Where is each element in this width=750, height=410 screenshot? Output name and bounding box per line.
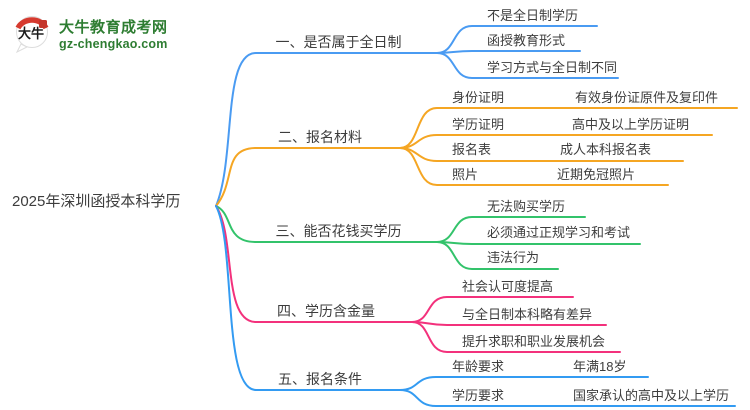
logo-icon-text: 大牛 xyxy=(18,26,44,41)
branch4-child1-line xyxy=(411,296,574,323)
branch1-main-line xyxy=(215,52,438,207)
branch2-sub2-leaf: 高中及以上学历证明 xyxy=(572,117,690,132)
branch4-node: 四、学历含金量 xyxy=(277,303,375,319)
branch4-leaf3: 提升求职和职业发展机会 xyxy=(462,334,606,349)
branch5-sub1: 年龄要求 xyxy=(452,359,505,374)
branch2-sub4-leaf: 近期免冠照片 xyxy=(557,167,636,182)
branch3-leaf3: 违法行为 xyxy=(487,250,540,265)
daniu-logo-icon: 大牛 xyxy=(15,16,49,54)
logo-domain: gz-chengkao.com xyxy=(59,36,168,51)
branch3-leaf1: 无法购买学历 xyxy=(487,199,566,214)
root-node: 2025年深圳函授本科学历 xyxy=(12,193,181,210)
branch2-node: 二、报名材料 xyxy=(278,129,362,145)
logo-bubble-tail xyxy=(15,43,29,54)
branch3-leaf2: 必须通过正规学习和考试 xyxy=(487,225,631,240)
branch2-child2-line xyxy=(399,134,713,149)
branch3-child3-line xyxy=(436,241,559,270)
branch5-node: 五、报名条件 xyxy=(278,371,362,387)
branch2-main-line xyxy=(215,147,401,207)
branch2-sub3-leaf: 成人本科报名表 xyxy=(560,142,652,157)
logo-seal-icon xyxy=(39,20,47,28)
branch5-sub2-leaf: 国家承认的高中及以上学历 xyxy=(573,388,730,403)
branch1-child2-line xyxy=(436,50,581,54)
branch3-child2-line xyxy=(436,241,641,245)
branch1-leaf2: 函授教育形式 xyxy=(487,33,566,48)
branch2-sub4: 照片 xyxy=(452,167,479,182)
branch1-leaf3: 学习方式与全日制不同 xyxy=(487,60,618,75)
branch3-main-line xyxy=(215,205,438,243)
branch1-node: 一、是否属于全日制 xyxy=(275,34,402,50)
branch5-sub2: 学历要求 xyxy=(452,388,505,403)
branch2-child1-line xyxy=(399,107,738,149)
branch2-sub1: 身份证明 xyxy=(452,90,505,105)
branch4-leaf2: 与全日制本科略有差异 xyxy=(462,307,593,322)
site-logo[interactable]: 大牛 大牛教育成考网 gz-chengkao.com xyxy=(10,10,168,56)
branch5-main-line xyxy=(215,205,401,391)
branch2-child4-line xyxy=(399,147,669,186)
branch2-sub3: 报名表 xyxy=(452,142,492,157)
logo-text-block: 大牛教育成考网 gz-chengkao.com xyxy=(59,16,168,51)
branch4-leaf1: 社会认可度提高 xyxy=(462,279,554,294)
branch4-child3-line xyxy=(411,321,621,353)
branch4-main-line xyxy=(215,205,413,323)
branch1-child3-line xyxy=(436,52,619,79)
branch5-child2-line xyxy=(399,389,736,407)
branch1-leaf1: 不是全日制学历 xyxy=(487,8,579,23)
logo-title: 大牛教育成考网 xyxy=(59,18,168,36)
branch5-sub1-leaf: 年满18岁 xyxy=(573,359,627,374)
branch3-node: 三、能否花钱买学历 xyxy=(275,223,402,239)
branch2-sub2: 学历证明 xyxy=(452,117,505,132)
branch2-sub1-leaf: 有效身份证原件及复印件 xyxy=(575,90,719,105)
